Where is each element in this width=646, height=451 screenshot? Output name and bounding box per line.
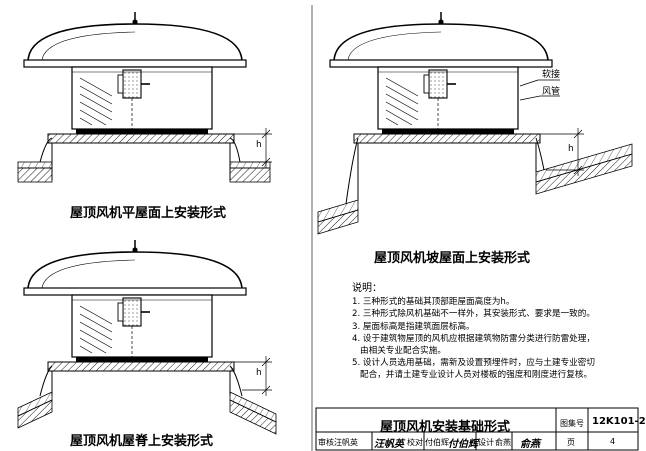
design-label: 设计 [478,438,494,447]
design-signature: 俞燕 [520,439,540,450]
view-flat-roof [17,11,272,183]
note-item: 3. 屋面标高是指建筑面层标高。 [352,321,475,332]
note-item: 4. 设于建筑物屋顶的风机应根据建筑物防雷分类进行防雷处理， [352,333,595,344]
notes-title: 说明： [352,283,382,294]
view-ridge-roof [17,239,277,435]
review-label: 审核 [318,438,334,447]
note-item: 2. 三种形式除风机基础不一样外，其安装形式、要求是一致的。 [352,309,595,320]
page-number: 4 [610,437,616,446]
label-air-duct: 风管 [542,87,561,97]
caption-pitched-roof: 屋顶风机坡屋面上安装形式 [374,251,531,266]
check-signature: 付伯辉 [448,439,478,450]
notes-block: 说明： 1. 三种形式的基础其顶部距屋面高度为h。 2. 三种形式除风机基础不一… [352,283,632,382]
height-mark-flat: h [256,140,262,150]
height-mark-pitched: h [568,144,574,154]
title-block-frame [315,407,639,451]
note-item: 1. 三种形式的基础其顶部距屋面高度为h。 [352,297,515,308]
design-name: 俞燕 [495,438,511,447]
note-item-continuation: 由相关专业配合实施。 [360,346,446,357]
check-label: 校对 [407,438,423,447]
check-name: 付伯辉 [425,438,449,447]
note-item: 5. 设计人员选用基础，需新及设置预埋件时，应与土建专业密切 [352,358,595,369]
atlas-label: 图集号 [560,419,584,428]
caption-flat-roof: 屋顶风机平屋面上安装形式 [70,206,227,221]
caption-ridge-roof: 屋顶风机屋脊上安装形式 [70,434,214,449]
atlas-number: 12K101-2 [592,416,646,427]
note-item-continuation: 配合，并请土建专业设计人员对楼板的强度和刚度进行复核。 [360,370,593,381]
page-label: 页 [567,438,575,447]
review-signature: 汪帆英 [374,439,404,450]
view-pitched-roof [317,11,633,235]
drawing-title: 屋顶风机安装基础形式 [380,420,511,435]
review-name: 汪帆英 [334,438,358,447]
height-mark-ridge: h [256,368,262,378]
label-soft-connection: 软接 [542,70,561,80]
